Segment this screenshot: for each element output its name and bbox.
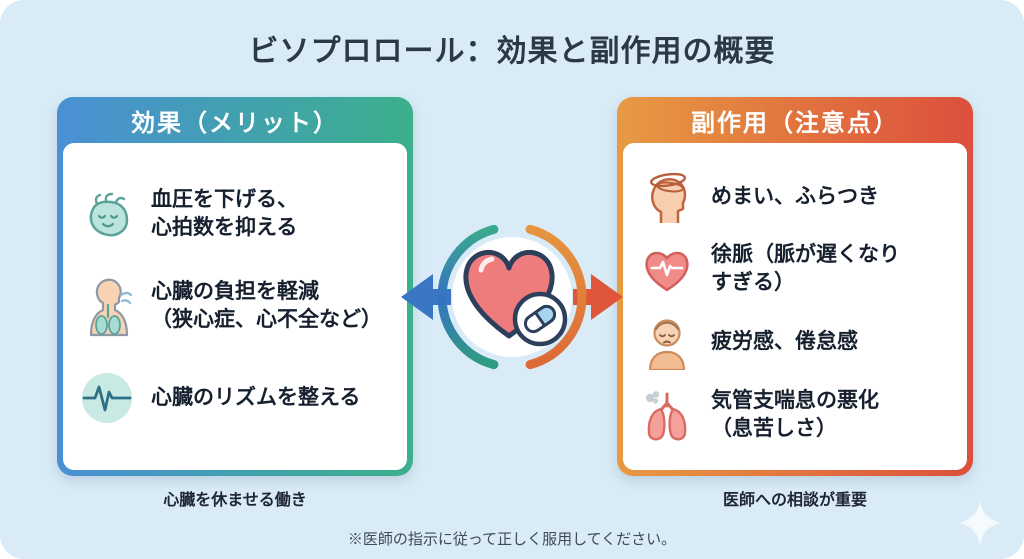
slow-pulse-heart-icon: [637, 244, 697, 294]
calm-heart-icon: [77, 187, 137, 241]
benefits-card-header: 効果（メリット）: [131, 109, 339, 137]
side-effects-card-header: 副作用（注意点）: [691, 109, 899, 137]
benefits-card: 効果（メリット） 血圧を下げる、 心拍数を抑える: [57, 97, 413, 476]
benefits-card-body: 血圧を下げる、 心拍数を抑える 心臓の負担を軽減: [63, 143, 407, 470]
sparkle-icon: [958, 501, 1002, 545]
item-text: 血圧を下げる、 心拍数を抑える: [151, 187, 298, 239]
list-item: 血圧を下げる、 心拍数を抑える: [77, 186, 393, 243]
item-text: 心臓の負担を軽減 （狭心症、心不全など）: [151, 279, 382, 331]
list-item: 気管支喘息の悪化 （息苦しさ）: [637, 386, 953, 444]
ekg-wave-icon: [77, 369, 137, 427]
list-item: 徐脈（脈が遅くなり すぎる）: [637, 241, 953, 298]
item-text: 心臓のリズムを整える: [151, 386, 361, 410]
item-text: 気管支喘息の悪化 （息苦しさ）: [711, 388, 879, 440]
list-item: めまい、ふらつき: [637, 169, 953, 225]
side-effects-card-body: めまい、ふらつき 徐脈（脈が遅くなり すぎる）: [623, 143, 967, 470]
item-text: めまい、ふらつき: [711, 184, 879, 208]
heart-pill-center-icon: [397, 202, 627, 392]
page-title: ビソプロロール：効果と副作用の概要: [248, 35, 776, 68]
dizzy-head-icon: [637, 169, 697, 225]
breathing-person-icon: [77, 275, 137, 337]
asthma-lungs-icon: [637, 386, 697, 444]
side-effects-card: 副作用（注意点） めまい、ふらつき: [617, 97, 973, 476]
side-effects-caption: 医師への相談が重要: [722, 492, 867, 509]
footer-note: ※医師の指示に従って正しく服用してください。: [347, 531, 677, 548]
list-item: 心臓の負担を軽減 （狭心症、心不全など）: [77, 275, 393, 337]
fatigued-person-icon: [637, 314, 697, 370]
benefits-caption: 心臓を休ませる働き: [163, 492, 307, 509]
list-item: 心臓のリズムを整える: [77, 369, 393, 427]
item-text: 疲労感、倦怠感: [711, 329, 858, 353]
item-text: 徐脈（脈が遅くなり すぎる）: [711, 243, 900, 295]
list-item: 疲労感、倦怠感: [637, 314, 953, 370]
